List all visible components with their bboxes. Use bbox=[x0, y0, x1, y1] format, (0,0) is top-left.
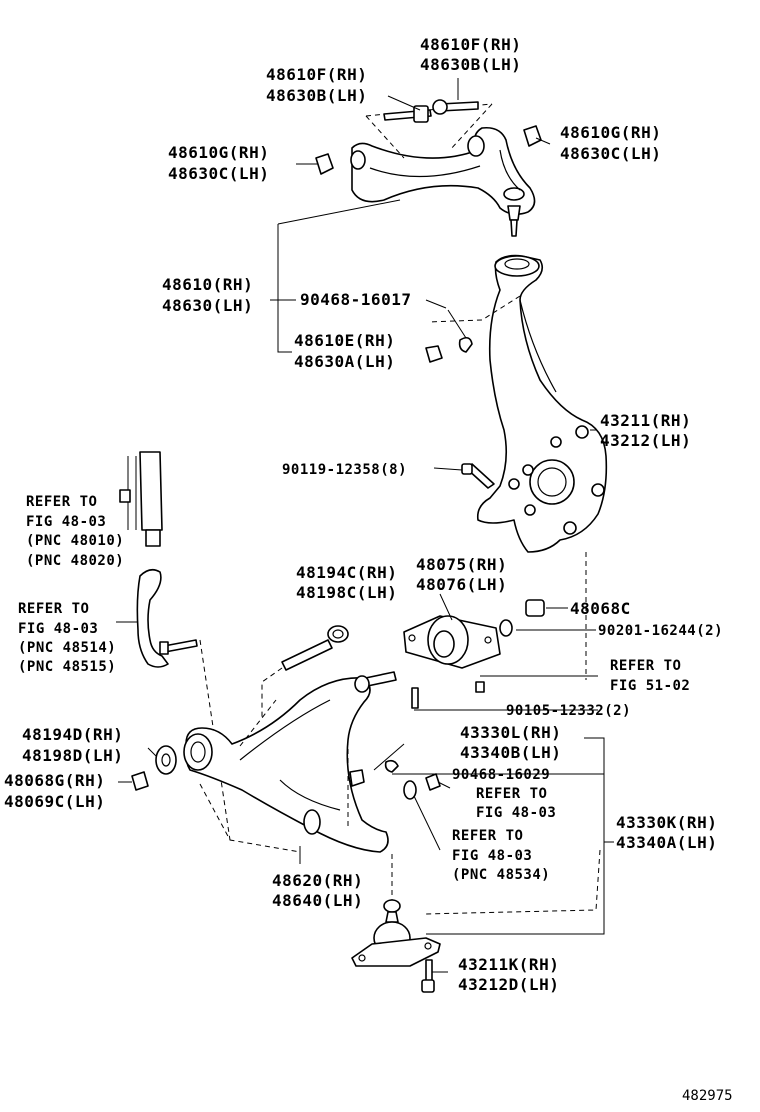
part-number-text: 43330K(RH) bbox=[616, 813, 717, 832]
label-lower-bracket-bolt: 90105-12332(2) bbox=[506, 703, 631, 719]
label-lower-ball-joint: 43330K(RH) 43340A(LH) bbox=[616, 813, 717, 852]
label-refer-fig-b: REFER TO FIG 48-03 (PNC 48534) bbox=[452, 828, 550, 883]
reference-text: FIG 48-03 bbox=[26, 514, 106, 530]
lower-control-arm-drawing bbox=[183, 671, 397, 853]
part-number-text: 48610G(RH) bbox=[168, 143, 269, 162]
reference-text: (PNC 48020) bbox=[26, 553, 124, 569]
part-number-text: 43330L(RH) bbox=[460, 723, 561, 742]
lower-rear-bushing-drawing bbox=[403, 552, 587, 709]
part-number-text: 48620(RH) bbox=[272, 871, 363, 890]
stabilizer-link-drawing bbox=[136, 568, 231, 841]
lower-ball-joint-drawing bbox=[351, 849, 601, 993]
label-lower-front-cam: 48194D(RH) 48198D(LH) bbox=[22, 725, 123, 765]
part-number-text: 43340A(LH) bbox=[616, 833, 717, 852]
part-number-text: 48630A(LH) bbox=[294, 352, 395, 371]
part-number-text: 48610(RH) bbox=[162, 275, 253, 294]
label-upper-nut-right: 48610G(RH) 48630C(LH) bbox=[560, 123, 661, 163]
part-number-text: 48068C bbox=[570, 599, 631, 618]
label-lower-rear-bushing: 48075(RH) 48076(LH) bbox=[416, 555, 507, 594]
label-lower-cotter-pin: 90468-16029 bbox=[452, 767, 550, 783]
reference-text: (PNC 48010) bbox=[26, 533, 124, 549]
label-lower-arm: 48620(RH) 48640(LH) bbox=[272, 871, 363, 910]
leader-lines bbox=[116, 78, 614, 973]
upper-arm-bolts-drawing bbox=[315, 99, 542, 175]
part-number-text: 48194D(RH) bbox=[22, 725, 123, 744]
upper-control-arm-drawing bbox=[350, 103, 536, 237]
part-number-text: 48630(LH) bbox=[162, 296, 253, 315]
part-number-text: 48630C(LH) bbox=[560, 144, 661, 163]
lower-front-bolt-drawing bbox=[261, 625, 349, 720]
reference-text: (PNC 48514) bbox=[18, 640, 116, 656]
part-number-text: 48610E(RH) bbox=[294, 331, 395, 350]
part-number-text: 48640(LH) bbox=[272, 891, 363, 910]
shock-absorber-drawing bbox=[119, 451, 163, 547]
label-lower-ball-nut: 43330L(RH) 43340B(LH) bbox=[460, 723, 561, 762]
lower-front-cam-drawing bbox=[131, 745, 301, 853]
reference-text: FIG 51-02 bbox=[610, 678, 690, 694]
part-number-text: 43212D(LH) bbox=[458, 975, 559, 994]
label-refer-brake: REFER TO FIG 51-02 bbox=[610, 658, 690, 694]
label-knuckle-bolt: 90119-12358(8) bbox=[282, 462, 407, 478]
reference-text: REFER TO bbox=[610, 658, 681, 674]
part-number-text: 43340B(LH) bbox=[460, 743, 561, 762]
label-lower-front-bolt: 48194C(RH) 48198C(LH) bbox=[296, 563, 397, 602]
part-number-text: 43211K(RH) bbox=[458, 955, 559, 974]
part-number-text: 43212(LH) bbox=[600, 431, 691, 450]
label-refer-shock: REFER TO FIG 48-03 (PNC 48010) (PNC 4802… bbox=[26, 494, 124, 569]
part-number-text: 48630C(LH) bbox=[168, 164, 269, 183]
part-number-text: 90119-12358(8) bbox=[282, 462, 407, 478]
part-number-text: 48198D(LH) bbox=[22, 746, 123, 765]
part-number-text: 48076(LH) bbox=[416, 575, 507, 594]
part-number-text: 48610F(RH) bbox=[266, 65, 367, 84]
part-number-text: 48194C(RH) bbox=[296, 563, 397, 582]
label-upper-ball-nut: 48610E(RH) 48630A(LH) bbox=[294, 331, 395, 371]
reference-text: FIG 48-03 bbox=[476, 805, 556, 821]
figure-number-text: 482975 bbox=[682, 1088, 733, 1104]
lower-ball-nut-drawing bbox=[349, 743, 441, 800]
part-number-text: 48610F(RH) bbox=[420, 35, 521, 54]
part-number-text: 48198C(LH) bbox=[296, 583, 397, 602]
label-lower-rear-washer: 90201-16244(2) bbox=[598, 623, 723, 639]
part-number-text: 48630B(LH) bbox=[266, 86, 367, 105]
label-refer-stabilizer-link: REFER TO FIG 48-03 (PNC 48514) (PNC 4851… bbox=[18, 601, 116, 675]
label-lower-front-nut: 48068G(RH) 48069C(LH) bbox=[4, 771, 105, 811]
reference-text: FIG 48-03 bbox=[452, 848, 532, 864]
reference-text: (PNC 48534) bbox=[452, 867, 550, 883]
reference-text: REFER TO bbox=[452, 828, 523, 844]
label-refer-fig-a: REFER TO FIG 48-03 bbox=[476, 786, 556, 821]
part-number-text: 48069C(LH) bbox=[4, 792, 105, 811]
label-upper-cotter-pin: 90468-16017 bbox=[300, 290, 411, 309]
label-upper-arm: 48610(RH) 48630(LH) bbox=[162, 275, 253, 315]
reference-text: REFER TO bbox=[26, 494, 97, 510]
reference-text: FIG 48-03 bbox=[18, 621, 98, 637]
part-number-text: 48630B(LH) bbox=[420, 55, 521, 74]
label-lower-rear-nut: 48068C bbox=[570, 599, 631, 618]
knuckle-bolt-drawing bbox=[461, 463, 495, 489]
reference-text: REFER TO bbox=[18, 601, 89, 617]
part-number-text: 90201-16244(2) bbox=[598, 623, 723, 639]
label-upper-bolt-center: 48610F(RH) 48630B(LH) bbox=[420, 35, 521, 74]
part-number-text: 48068G(RH) bbox=[4, 771, 105, 790]
reference-text: REFER TO bbox=[476, 786, 547, 802]
label-ball-joint-bolt: 43211K(RH) 43212D(LH) bbox=[458, 955, 559, 994]
part-number-text: 43211(RH) bbox=[600, 411, 691, 430]
steering-knuckle-drawing bbox=[427, 254, 608, 553]
label-knuckle: 43211(RH) 43212(LH) bbox=[600, 411, 691, 450]
reference-text: (PNC 48515) bbox=[18, 659, 116, 675]
part-number-text: 90105-12332(2) bbox=[506, 703, 631, 719]
label-upper-nut-left: 48610G(RH) 48630C(LH) bbox=[168, 143, 269, 183]
part-number-text: 48610G(RH) bbox=[560, 123, 661, 142]
figure-number: 482975 bbox=[682, 1088, 733, 1104]
part-number-text: 90468-16017 bbox=[300, 290, 411, 309]
upper-ball-nut-drawing bbox=[425, 309, 473, 363]
part-number-text: 48075(RH) bbox=[416, 555, 507, 574]
label-upper-bolt-left: 48610F(RH) 48630B(LH) bbox=[266, 65, 367, 105]
part-number-text: 90468-16029 bbox=[452, 767, 550, 783]
